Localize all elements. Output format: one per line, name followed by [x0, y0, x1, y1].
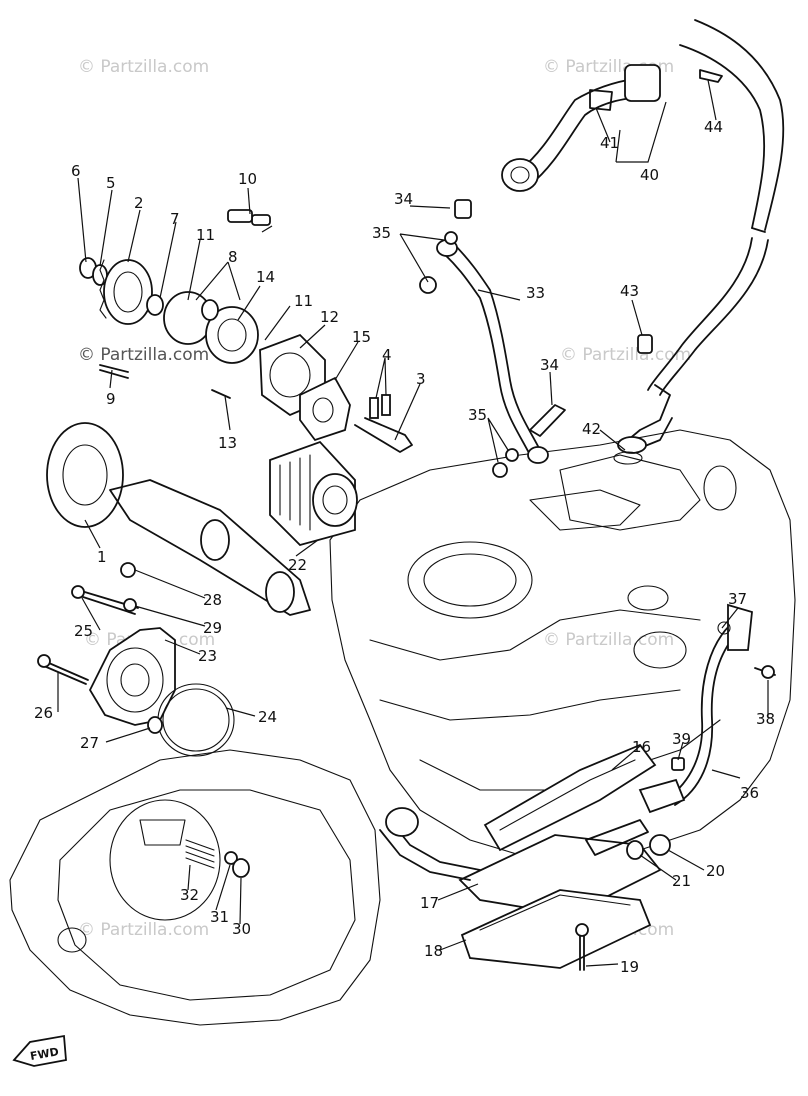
callout-31: 31 — [210, 908, 229, 926]
camshaft — [46, 422, 311, 616]
watermark: © Partzilla.com — [560, 345, 691, 365]
callout-20: 20 — [706, 862, 725, 880]
callout-3: 3 — [416, 370, 426, 388]
callout-32: 32 — [180, 886, 199, 904]
callout-15: 15 — [352, 328, 371, 346]
oil-filter-cover — [37, 562, 235, 757]
callout-numbers: 6 5 2 7 11 8 10 14 11 12 15 4 3 13 9 1 2… — [34, 118, 775, 976]
oil-strainer-cover — [379, 743, 671, 971]
callout-40: 40 — [640, 166, 659, 184]
callout-36: 36 — [740, 784, 759, 802]
callout-37: 37 — [728, 590, 747, 608]
relief-valve-parts — [185, 839, 250, 878]
callout-1: 1 — [97, 548, 107, 566]
oil-pump-parts — [79, 209, 413, 453]
callout-39: 39 — [672, 730, 691, 748]
callout-43: 43 — [620, 282, 639, 300]
callout-26: 26 — [34, 704, 53, 722]
callout-11: 11 — [294, 292, 313, 310]
callout-19: 19 — [620, 958, 639, 976]
oil-filter — [269, 440, 358, 547]
callout-27: 27 — [80, 734, 99, 752]
fwd-label: FWD — [29, 1045, 60, 1063]
callout-5: 5 — [106, 174, 116, 192]
callout-29: 29 — [203, 619, 222, 637]
callout-22: 22 — [288, 556, 307, 574]
oil-delivery-pipe — [419, 199, 566, 478]
clutch-cover-outline — [9, 749, 381, 1026]
callout-24: 24 — [258, 708, 277, 726]
callout-6: 6 — [71, 162, 81, 180]
callout-11: 11 — [196, 226, 215, 244]
crankcase-outline — [329, 429, 796, 861]
forward-arrow: FWD — [12, 1034, 67, 1067]
callout-14: 14 — [256, 268, 275, 286]
callout-12: 12 — [320, 308, 339, 326]
callout-4: 4 — [382, 346, 392, 364]
leader-lines — [57, 79, 769, 967]
callout-38: 38 — [756, 710, 775, 728]
watermark: © Partzilla.com — [78, 57, 209, 77]
callout-16: 16 — [632, 738, 651, 756]
callout-2: 2 — [134, 194, 144, 212]
callout-28: 28 — [203, 591, 222, 609]
watermark: © Partzilla.com — [78, 345, 209, 365]
callout-34: 34 — [540, 356, 559, 374]
callout-25: 25 — [74, 622, 93, 640]
callout-35: 35 — [372, 224, 391, 242]
callout-30: 30 — [232, 920, 251, 938]
callout-9: 9 — [106, 390, 116, 408]
callout-8: 8 — [228, 248, 238, 266]
watermarks: © Partzilla.com © Partzilla.com © Partzi… — [78, 57, 691, 940]
callout-34: 34 — [394, 190, 413, 208]
callout-23: 23 — [198, 647, 217, 665]
callout-41: 41 — [600, 134, 619, 152]
return-pipe — [638, 603, 776, 814]
watermark: © Partzilla.com — [78, 920, 209, 940]
oil-hose-assembly — [501, 19, 785, 465]
callout-21: 21 — [672, 872, 691, 890]
callout-35: 35 — [468, 406, 487, 424]
callout-44: 44 — [704, 118, 723, 136]
callout-42: 42 — [582, 420, 601, 438]
callout-13: 13 — [218, 434, 237, 452]
callout-33: 33 — [526, 284, 545, 302]
callout-10: 10 — [238, 170, 257, 188]
watermark: © Partzilla.com — [543, 630, 674, 650]
callout-18: 18 — [424, 942, 443, 960]
callout-17: 17 — [420, 894, 439, 912]
callout-7: 7 — [170, 210, 180, 228]
